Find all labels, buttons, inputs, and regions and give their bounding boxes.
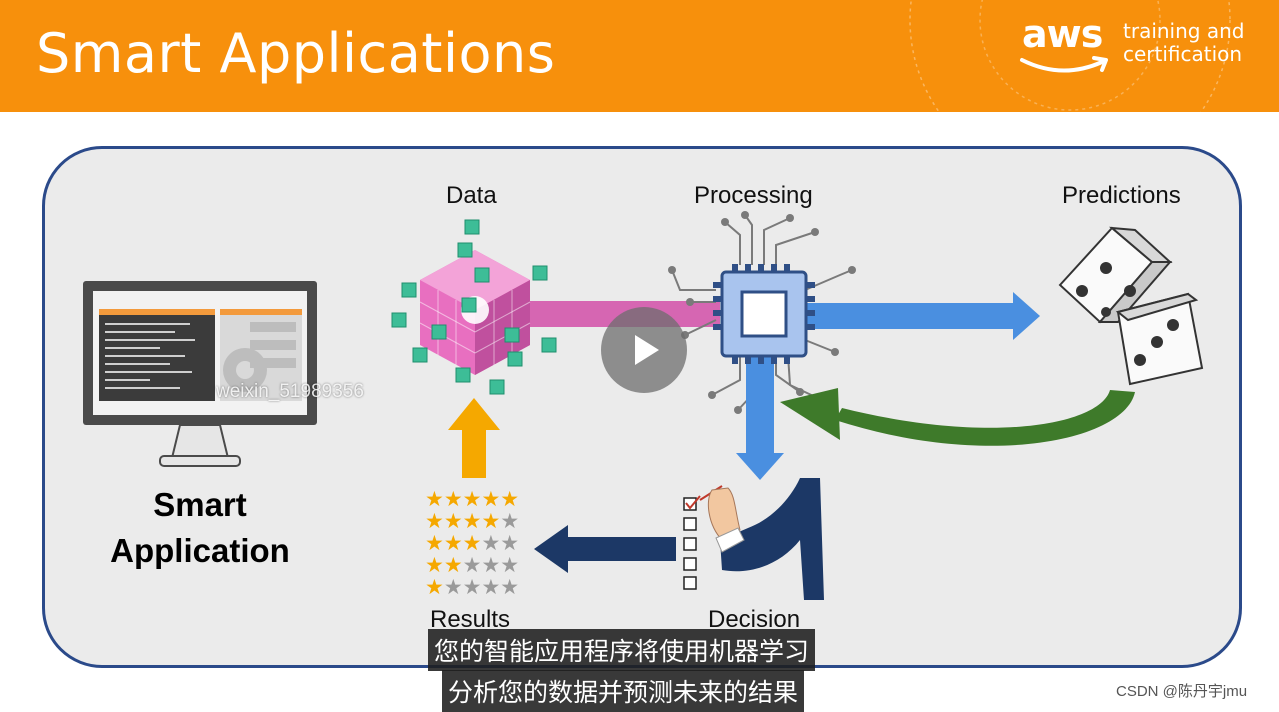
smart-application-line-1: Smart xyxy=(153,486,247,523)
monitor-icon xyxy=(83,281,317,467)
data-cube-icon xyxy=(391,219,557,395)
decorative-circles xyxy=(909,0,1231,112)
smart-application-line-2: Application xyxy=(110,532,290,569)
label-results: Results xyxy=(430,606,511,633)
csdn-credit: CSDN @陈丹宇jmu xyxy=(1116,683,1248,700)
aws-logo-sub-line-2: certification xyxy=(1123,42,1243,66)
watermark-text: weixin_51989356 xyxy=(216,381,364,402)
label-processing: Processing xyxy=(694,182,813,209)
processor-chip-icon xyxy=(713,264,815,364)
results-to-data-arrow xyxy=(448,398,500,478)
header-bar: Smart Applications aws training and cert… xyxy=(0,0,1279,112)
svg-text:★★★★★: ★★★★★ xyxy=(425,509,519,533)
dice-icon xyxy=(1058,226,1204,386)
processing-to-decision-arrow xyxy=(736,350,784,480)
video-play-button[interactable] xyxy=(601,307,687,393)
smart-application-label: Smart Application xyxy=(92,482,308,574)
label-data: Data xyxy=(446,182,497,209)
aws-logo-sub-line-1: training and xyxy=(1123,19,1245,43)
aws-smile-icon xyxy=(1020,56,1108,73)
aws-logo-subtitle: training and certification xyxy=(1123,20,1244,66)
subtitle-line-2: 分析您的数据并预测未来的结果 xyxy=(442,670,805,712)
decision-to-results-arrow xyxy=(534,525,676,573)
processing-to-predictions-arrow xyxy=(805,292,1040,340)
predictions-feedback-arrow xyxy=(780,388,1135,446)
label-predictions: Predictions xyxy=(1062,182,1181,209)
play-icon xyxy=(635,335,659,365)
page-title: Smart Applications xyxy=(36,22,556,85)
decision-checklist-icon xyxy=(683,478,824,600)
star-ratings-icon: ★★★★★ ★★★★★ ★★★★★ ★★★★★ ★★★★★ xyxy=(425,487,519,599)
svg-text:★★★★★: ★★★★★ xyxy=(425,531,519,555)
svg-text:★★★★★: ★★★★★ xyxy=(425,553,519,577)
subtitle-line-1: 您的智能应用程序将使用机器学习 xyxy=(428,629,816,671)
label-decision: Decision xyxy=(708,606,801,633)
svg-text:★★★★★: ★★★★★ xyxy=(425,575,519,599)
aws-logo-word: aws xyxy=(1022,12,1103,56)
svg-text:★★★★★: ★★★★★ xyxy=(425,487,519,511)
